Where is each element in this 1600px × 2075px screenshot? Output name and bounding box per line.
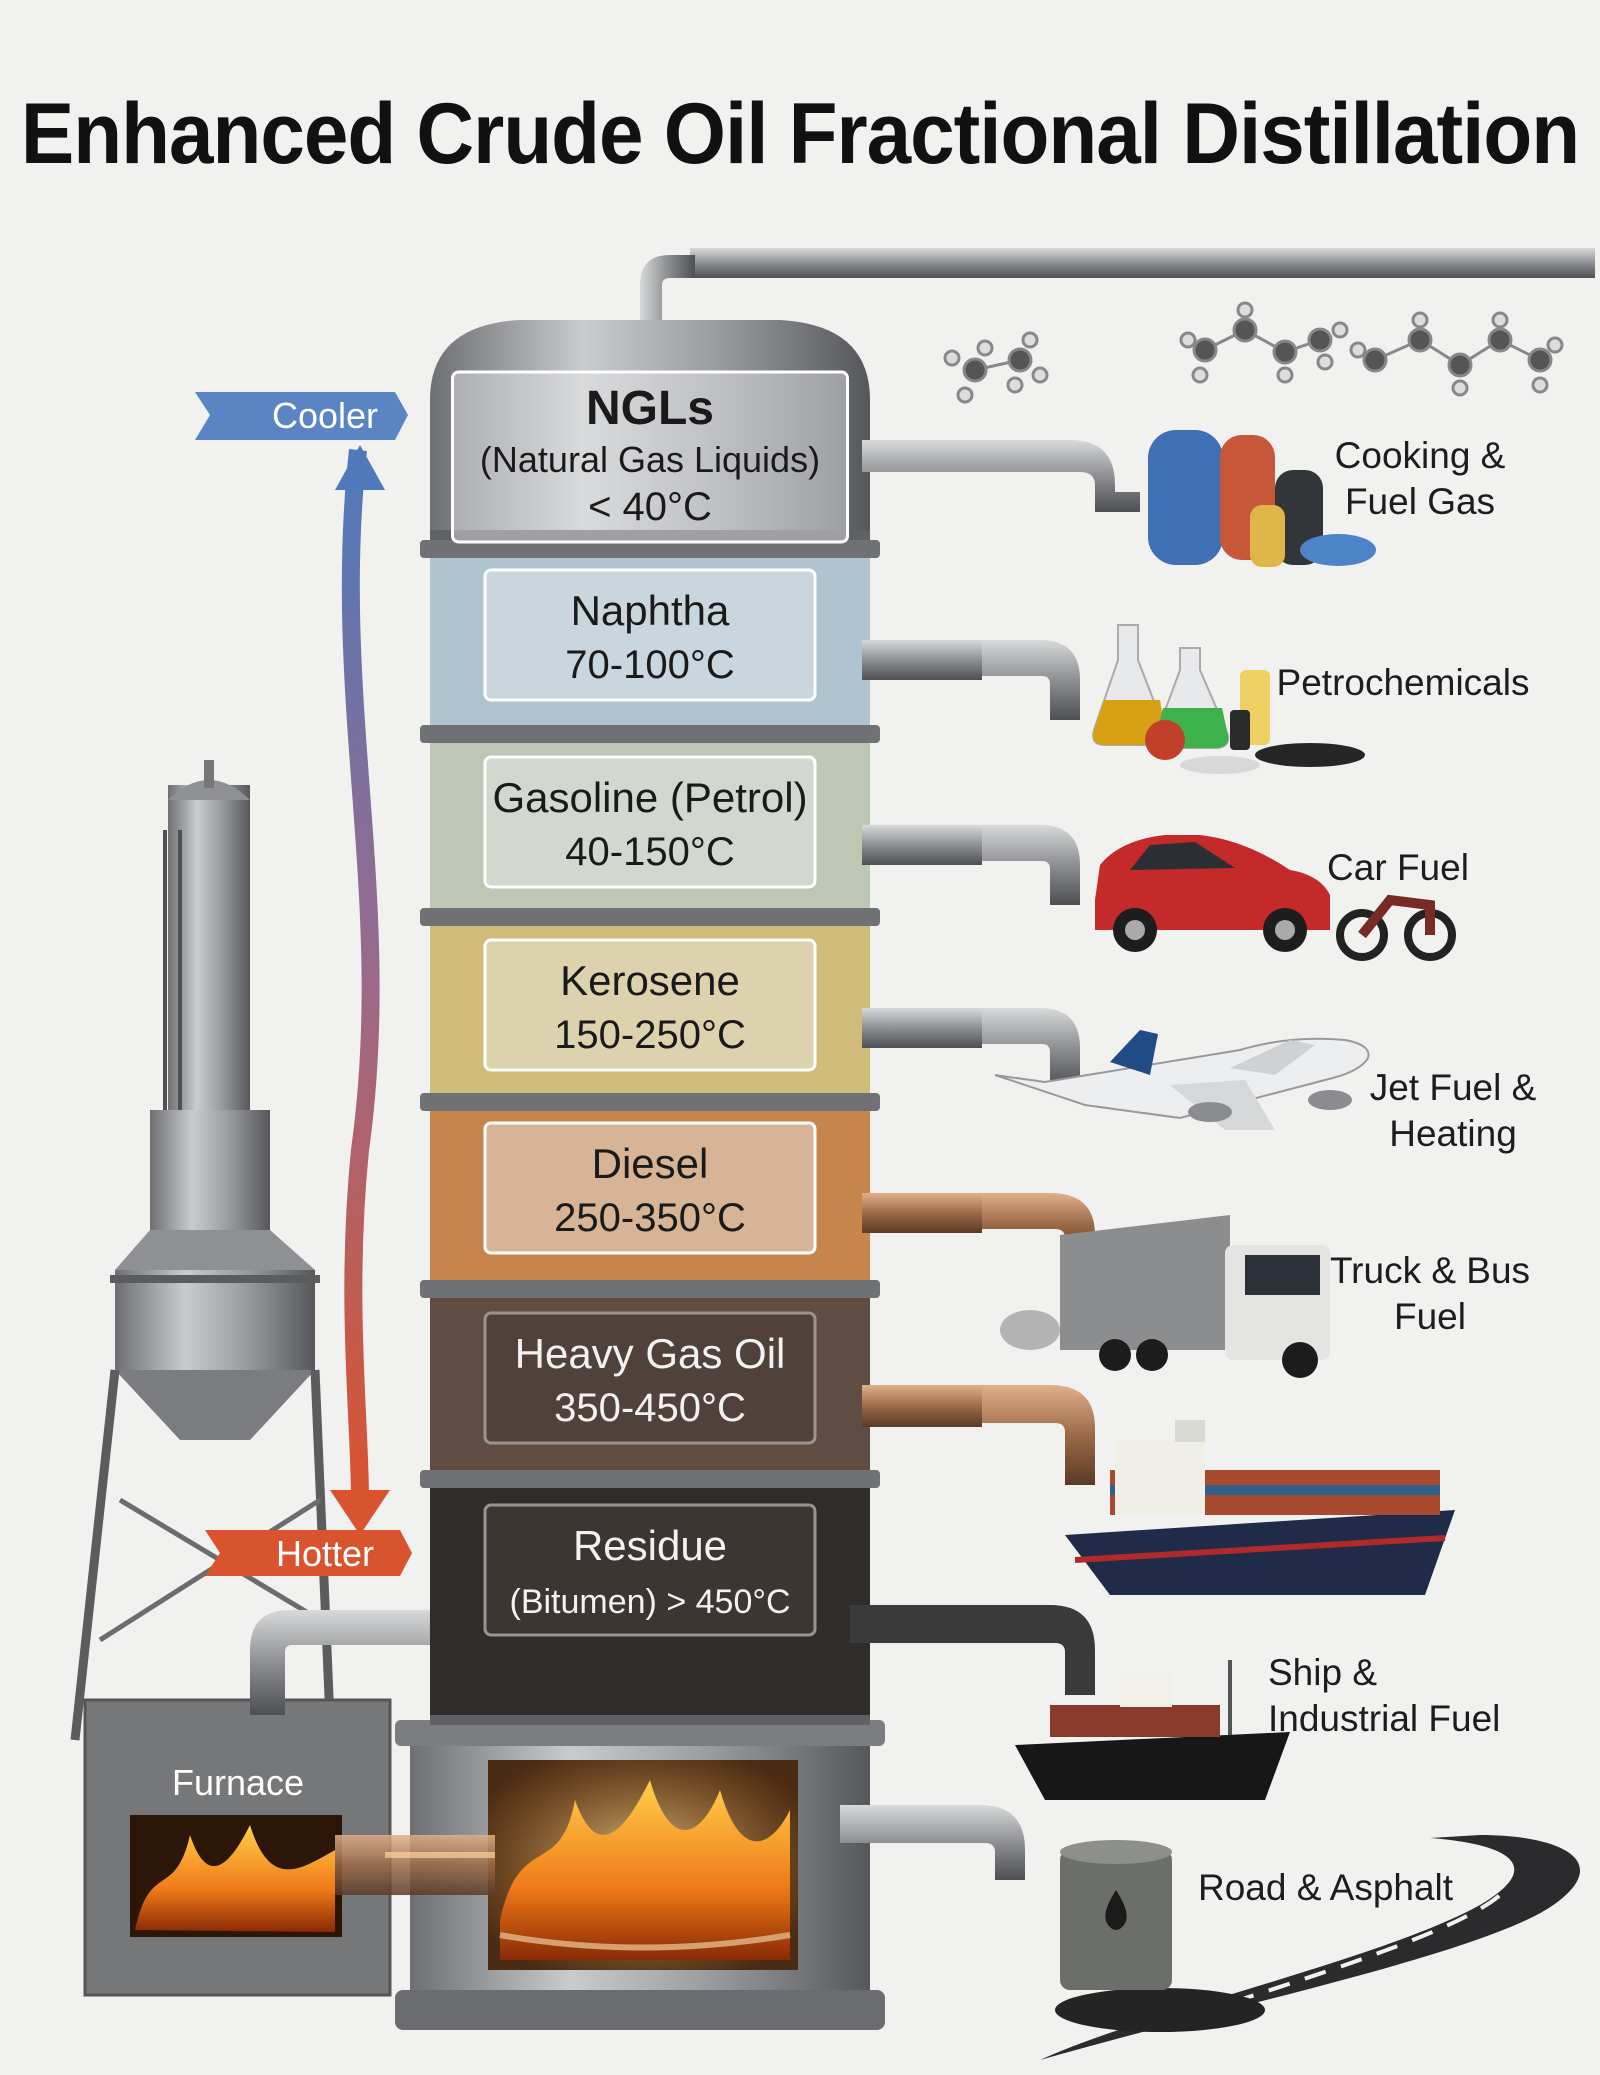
use-label-line1: Jet Fuel & [1370,1067,1537,1108]
fraction-band [430,735,870,913]
fraction-temp: 350-450°C [554,1386,746,1430]
use-label-line1: Road & Asphalt [1198,1867,1454,1908]
column-ring [420,1470,880,1488]
ship-icon [1015,1660,1290,1800]
road-icon [1040,1835,1581,2060]
furnace [83,1698,495,1997]
fraction-plate [483,1311,817,1445]
fraction-plate [483,1503,817,1637]
fraction-temp: 70-100°C [565,643,734,687]
fraction-plate [483,1121,817,1255]
container-ship-icon [1065,1420,1455,1595]
fraction-name: Heavy Gas Oil [515,1330,786,1377]
furnace-label: Furnace [172,1762,304,1803]
fraction-name: NGLs [586,382,714,435]
cooler-label [195,392,408,440]
fraction-detail: (Natural Gas Liquids) [480,439,820,480]
fraction-band [430,918,870,1098]
fraction-plate [483,938,817,1072]
molecule-icons [943,301,1564,404]
fraction-temp: 40-150°C [565,830,734,874]
overhead-pipe [640,248,1595,325]
hotter-text: Hotter [276,1533,374,1574]
hotter-label [205,1530,412,1576]
fraction-name: Naphtha [571,587,730,634]
secondary-tower [70,760,335,1741]
fraction-band [430,1103,870,1285]
fraction-name: Kerosene [560,957,740,1004]
column-ring [420,1093,880,1111]
fraction-plate [483,568,817,702]
fraction-name: Diesel [592,1140,709,1187]
lab-flasks-icon [1092,624,1365,774]
use-label-line1: Ship & [1268,1652,1377,1693]
motorcycle-icon [1336,894,1456,961]
cooler-text: Cooler [272,395,378,436]
butane-molecule-icon [1349,311,1564,397]
use-label-line1: Truck & Bus [1330,1250,1530,1291]
fraction-temp: 250-350°C [554,1196,746,1240]
use-label-line1: Car Fuel [1327,847,1469,888]
use-label-line2: Heating [1389,1113,1517,1154]
fraction-temp: < 40°C [588,485,712,529]
fraction-name: Residue [573,1522,727,1569]
column-ring [420,725,880,743]
fraction-plate [483,755,817,889]
truck-icon [1000,1215,1330,1378]
ethane-molecule-icon [943,331,1049,404]
propane-molecule-icon [1179,301,1349,384]
use-label-line2: Industrial Fuel [1268,1698,1500,1739]
column-base [395,1720,885,2030]
temperature-gradient-arrow [330,445,390,1535]
use-label-line2: Fuel [1394,1296,1466,1337]
airplane-icon [994,1030,1370,1130]
page-title: Enhanced Crude Oil Fractional Distillati… [20,85,1580,182]
use-label-line1: Petrochemicals [1277,662,1530,703]
fraction-name: Gasoline (Petrol) [492,774,807,821]
gas-cylinders-icon [1148,430,1376,567]
column-ring [420,540,880,558]
use-label-line2: Fuel Gas [1345,481,1495,522]
draw-off-pipes [840,440,1140,1880]
column-ring [420,1280,880,1298]
feed-pipe [250,1610,440,1715]
fraction-plate [451,370,849,544]
use-label-line1: Cooking & [1335,435,1506,476]
fraction-temp: (Bitumen) > 450°C [510,1583,791,1621]
car-icon [1095,835,1330,952]
fraction-temp: 150-250°C [554,1013,746,1057]
oil-barrel-icon [1060,1840,1172,1990]
column-ring [420,908,880,926]
